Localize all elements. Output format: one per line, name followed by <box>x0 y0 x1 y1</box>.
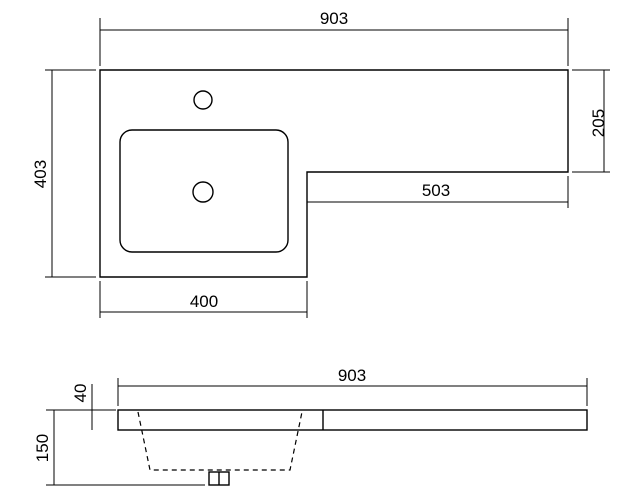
dimension-side-width-label: 903 <box>338 366 366 385</box>
dimension-right-width: 503 <box>306 176 569 208</box>
worktop-slab <box>117 409 588 431</box>
dimension-top-width: 903 <box>99 9 569 66</box>
dimension-side-height: 150 <box>33 409 205 486</box>
dimension-right-depth: 205 <box>572 69 610 173</box>
dimension-side-thickness-label: 40 <box>71 384 90 403</box>
waste-hole <box>192 181 214 203</box>
dimension-total-depth-label: 403 <box>31 160 50 188</box>
dimension-side-width: 903 <box>117 366 588 406</box>
dimension-basin-width-label: 400 <box>190 292 218 311</box>
basin-bowl <box>119 129 289 253</box>
worktop-outline <box>99 69 569 278</box>
dimension-basin-width: 400 <box>99 281 308 318</box>
dimension-right-depth-label: 205 <box>589 109 608 137</box>
tap-hole <box>193 90 213 110</box>
hidden-basin-bowl <box>137 411 303 471</box>
plan-view <box>99 69 569 278</box>
dimension-side-thickness: 40 <box>71 384 116 430</box>
dimension-total-depth: 403 <box>31 69 96 278</box>
side-view <box>117 409 588 486</box>
dimension-side-height-label: 150 <box>33 434 52 462</box>
dimension-top-width-label: 903 <box>320 9 348 28</box>
dimension-right-width-label: 503 <box>422 181 450 200</box>
